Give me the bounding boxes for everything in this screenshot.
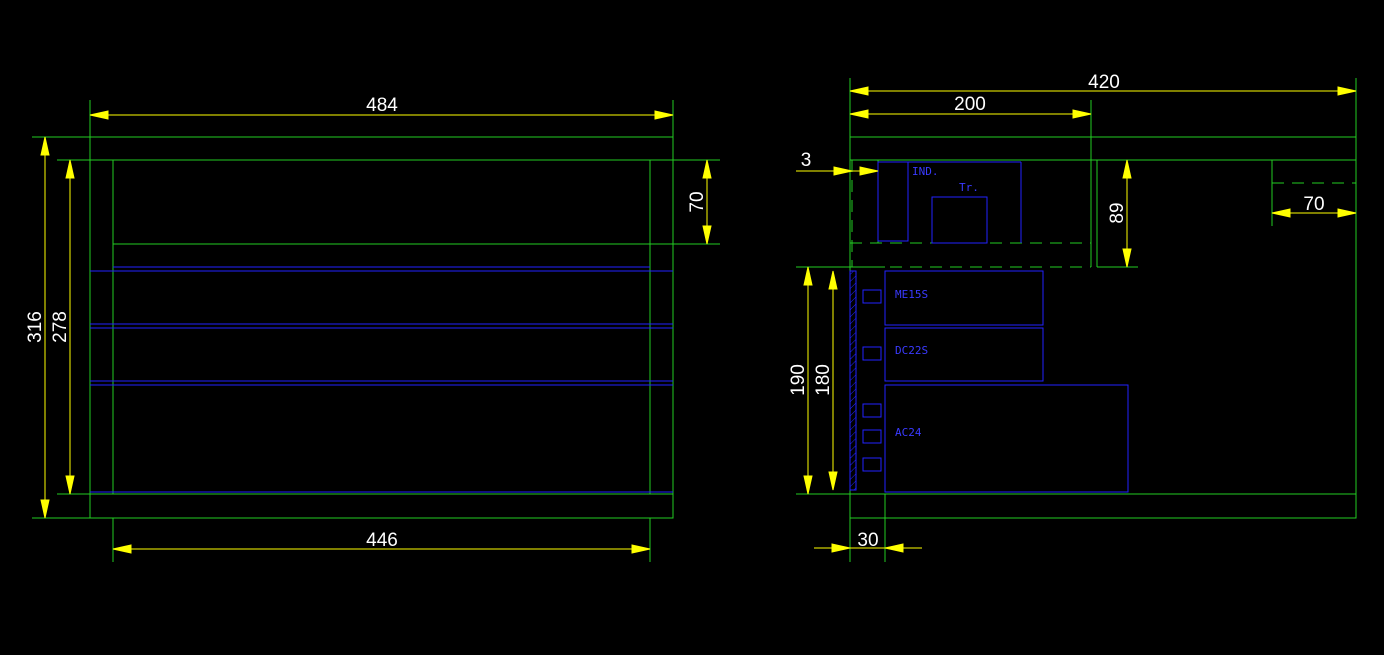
label-ac24: AC24 bbox=[895, 426, 922, 439]
dim-width-outer: 484 bbox=[366, 95, 398, 116]
side-outline bbox=[796, 78, 1357, 562]
dim-offset: 3 bbox=[801, 150, 812, 171]
label-dc22s: DC22S bbox=[895, 344, 928, 357]
label-me15s: ME15S bbox=[895, 288, 928, 301]
dim-width-inner: 446 bbox=[366, 530, 398, 551]
dim-height-inner: 278 bbox=[50, 311, 71, 343]
side-dimensions bbox=[796, 86, 1357, 553]
side-components bbox=[849, 161, 1129, 493]
dim-rail-height-outer: 190 bbox=[788, 364, 809, 396]
dim-rail-height-inner: 180 bbox=[813, 364, 834, 396]
label-ind: IND. bbox=[912, 165, 939, 178]
front-outline bbox=[32, 100, 720, 562]
front-view: 484 446 316 278 70 bbox=[25, 95, 720, 562]
dim-right-section: 70 bbox=[1303, 194, 1324, 215]
dim-upper-width: 200 bbox=[954, 94, 986, 115]
side-view: 420 200 3 89 70 190 180 30 IND. Tr. ME15… bbox=[788, 72, 1357, 562]
label-tr: Tr. bbox=[959, 181, 979, 194]
dim-height-outer: 316 bbox=[25, 311, 46, 343]
dim-rail-width: 30 bbox=[857, 530, 878, 551]
dim-total-width: 420 bbox=[1088, 72, 1120, 93]
front-rails bbox=[90, 266, 673, 493]
dim-top-section: 70 bbox=[687, 191, 708, 212]
dim-upper-height: 89 bbox=[1107, 202, 1128, 223]
front-dimensions bbox=[40, 110, 712, 554]
